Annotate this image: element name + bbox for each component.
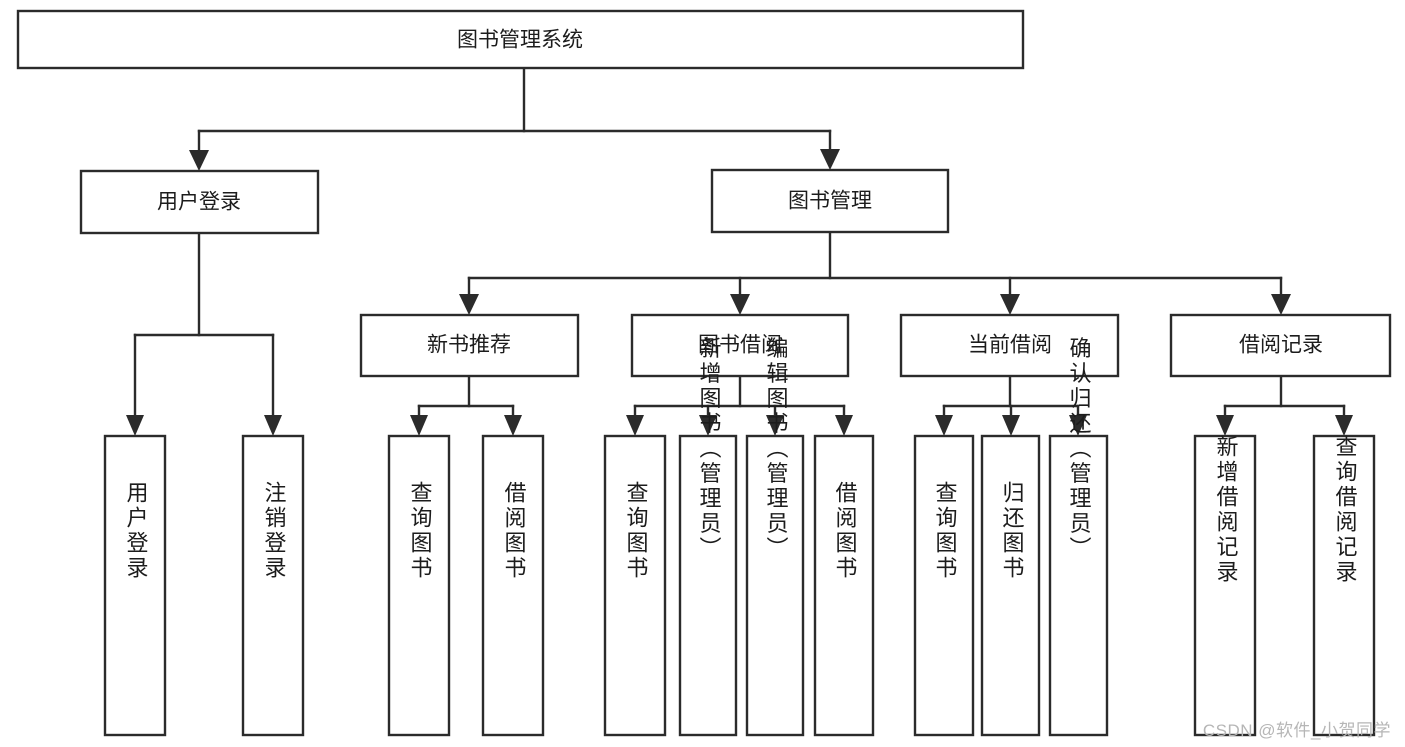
node-leaf-query-book-borrow-label: 查询图书: [624, 481, 649, 581]
node-new-book-recommend-label: 新书推荐: [427, 334, 511, 357]
node-current-borrow[interactable]: 当前借阅: [899, 313, 1120, 378]
node-leaf-borrow-book-box[interactable]: [813, 434, 875, 737]
node-leaf-query-book-borrow-box[interactable]: [603, 434, 667, 737]
arrow-head-leaf-query-book-rec: [410, 415, 428, 436]
node-leaf-query-book-current-box[interactable]: [913, 434, 975, 737]
node-current-borrow-label: 当前借阅: [968, 334, 1052, 357]
node-leaf-query-book-current-label: 查询图书: [933, 481, 958, 581]
node-leaf-logout-label: 注销登录: [262, 481, 287, 581]
node-leaf-confirm-return-admin-label: 确认归还（管理员）: [1067, 337, 1092, 562]
node-leaf-query-book-rec[interactable]: 查询图书: [387, 434, 451, 737]
node-book-management-box[interactable]: [710, 168, 950, 234]
arrow-head-leaf-user-login: [126, 415, 144, 436]
node-root-label: 图书管理系统: [457, 29, 583, 52]
arrow-head-leaf-borrow-book-rec: [504, 415, 522, 436]
node-user-login-label: 用户登录: [157, 191, 241, 214]
arrow-head-book-management: [820, 149, 840, 170]
arrow-head-leaf-add-borrow-record: [1216, 415, 1234, 436]
arrow-head-new-book-recommend: [459, 294, 479, 315]
node-leaf-add-book-admin-label: 新增图书（管理员）: [697, 337, 722, 562]
node-leaf-add-borrow-record-box[interactable]: [1193, 434, 1257, 737]
node-book-borrow[interactable]: 图书借阅: [630, 313, 850, 378]
node-leaf-borrow-book-label: 借阅图书: [833, 481, 858, 581]
node-leaf-return-book-label: 归还图书: [1000, 481, 1025, 581]
node-leaf-return-book[interactable]: 归还图书: [980, 434, 1041, 737]
node-leaf-query-borrow-record-label: 查询借阅记录: [1333, 435, 1358, 585]
node-book-management[interactable]: 图书管理: [710, 168, 950, 234]
node-leaf-confirm-return-admin[interactable]: 确认归还（管理员）: [1048, 337, 1109, 737]
node-root-box[interactable]: [16, 9, 1025, 70]
node-user-login[interactable]: 用户登录: [79, 169, 320, 235]
node-leaf-borrow-book-rec[interactable]: 借阅图书: [481, 434, 545, 737]
watermark-text: CSDN @软件_小贺同学: [1202, 721, 1391, 740]
node-leaf-borrow-book[interactable]: 借阅图书: [813, 434, 875, 737]
node-leaf-query-borrow-record[interactable]: 查询借阅记录: [1312, 434, 1376, 737]
node-leaf-borrow-book-rec-box[interactable]: [481, 434, 545, 737]
arrow-head-user-login: [189, 150, 209, 171]
node-book-borrow-box[interactable]: [630, 313, 850, 378]
node-borrow-record[interactable]: 借阅记录: [1169, 313, 1392, 378]
node-leaf-edit-book-admin-label: 编辑图书（管理员）: [764, 337, 789, 562]
node-root[interactable]: 图书管理系统: [16, 9, 1025, 70]
node-leaf-logout[interactable]: 注销登录: [241, 434, 305, 737]
connector-group-book-borrow: [626, 374, 853, 436]
node-new-book-recommend[interactable]: 新书推荐: [359, 313, 580, 378]
arrow-head-leaf-borrow-book: [835, 415, 853, 436]
arrow-head-book-borrow: [730, 294, 750, 315]
node-book-borrow-label: 图书借阅: [698, 334, 782, 357]
node-leaf-add-borrow-record[interactable]: 新增借阅记录: [1193, 434, 1257, 737]
arrow-head-leaf-query-borrow-record: [1335, 415, 1353, 436]
node-book-management-label: 图书管理: [788, 190, 872, 213]
node-leaf-query-book-borrow[interactable]: 查询图书: [603, 434, 667, 737]
node-leaf-borrow-book-rec-label: 借阅图书: [502, 481, 527, 581]
connector-group-root: [189, 66, 840, 171]
node-leaf-edit-book-admin[interactable]: 编辑图书（管理员）: [745, 337, 805, 737]
connector-group-borrow-record: [1216, 374, 1353, 436]
connector-group-new-book-recommend: [410, 374, 522, 436]
connector-group-user-login: [126, 231, 282, 436]
node-leaf-query-borrow-record-box[interactable]: [1312, 434, 1376, 737]
node-user-login-box[interactable]: [79, 169, 320, 235]
node-leaf-user-login-box[interactable]: [103, 434, 167, 737]
arrow-head-leaf-logout: [264, 415, 282, 436]
node-leaf-confirm-return-admin-box[interactable]: [1048, 434, 1109, 737]
arrow-head-leaf-confirm-return-admin: [1069, 415, 1087, 436]
arrow-head-leaf-query-book-borrow: [626, 415, 644, 436]
node-leaf-edit-book-admin-box[interactable]: [745, 434, 805, 737]
node-borrow-record-label: 借阅记录: [1239, 334, 1323, 357]
node-leaf-query-book-current[interactable]: 查询图书: [913, 434, 975, 737]
node-leaf-return-book-box[interactable]: [980, 434, 1041, 737]
node-leaf-logout-box[interactable]: [241, 434, 305, 737]
node-leaf-add-borrow-record-label: 新增借阅记录: [1214, 435, 1239, 585]
node-leaf-query-book-rec-box[interactable]: [387, 434, 451, 737]
arrow-head-leaf-add-book-admin: [699, 415, 717, 436]
node-leaf-query-book-rec-label: 查询图书: [408, 481, 433, 581]
arrow-head-leaf-edit-book-admin: [766, 415, 784, 436]
node-leaf-user-login-label: 用户登录: [124, 481, 149, 581]
connector-group-current-borrow: [935, 374, 1087, 436]
connector-group-book-management: [459, 230, 1291, 315]
node-current-borrow-box[interactable]: [899, 313, 1120, 378]
arrow-head-leaf-query-book-current: [935, 415, 953, 436]
arrow-head-borrow-record: [1271, 294, 1291, 315]
node-borrow-record-box[interactable]: [1169, 313, 1392, 378]
arrow-head-current-borrow: [1000, 294, 1020, 315]
node-leaf-add-book-admin[interactable]: 新增图书（管理员）: [678, 337, 738, 737]
node-new-book-recommend-box[interactable]: [359, 313, 580, 378]
node-leaf-user-login[interactable]: 用户登录: [103, 434, 167, 737]
arrow-head-leaf-return-book: [1002, 415, 1020, 436]
node-leaf-add-book-admin-box[interactable]: [678, 434, 738, 737]
